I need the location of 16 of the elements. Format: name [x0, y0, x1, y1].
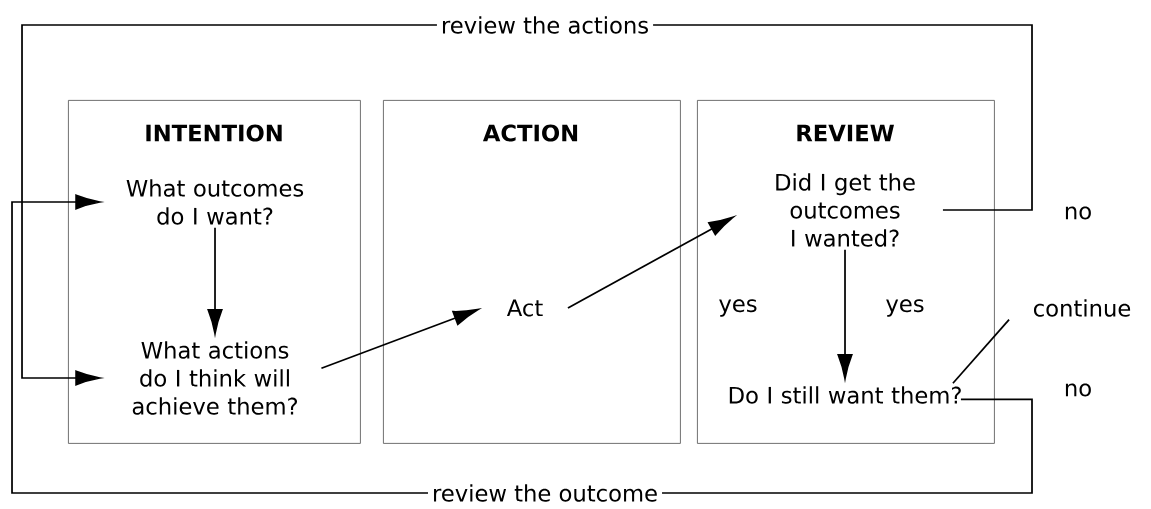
question-text: What actions do I think will achieve them? — [132, 341, 298, 415]
branch-label: no — [1065, 206, 1091, 220]
edge-label: yes — [886, 299, 924, 317]
question-text: Do I still want them? — [729, 386, 961, 404]
arrow — [207, 226, 223, 335]
question-text: What outcomes do I want? — [126, 179, 304, 225]
question-text: Did I get the outcomes I wanted? — [776, 173, 915, 247]
outcome-text: continue — [1034, 299, 1131, 317]
arrow — [837, 248, 853, 380]
question-text: Act — [506, 299, 543, 317]
branch-label: no — [1065, 383, 1091, 397]
edge-label: review the outcome — [428, 480, 663, 506]
arrow — [320, 308, 479, 370]
arrow — [567, 216, 734, 309]
edge-label: yes — [719, 299, 757, 317]
edge-label: review the actions — [436, 12, 654, 38]
